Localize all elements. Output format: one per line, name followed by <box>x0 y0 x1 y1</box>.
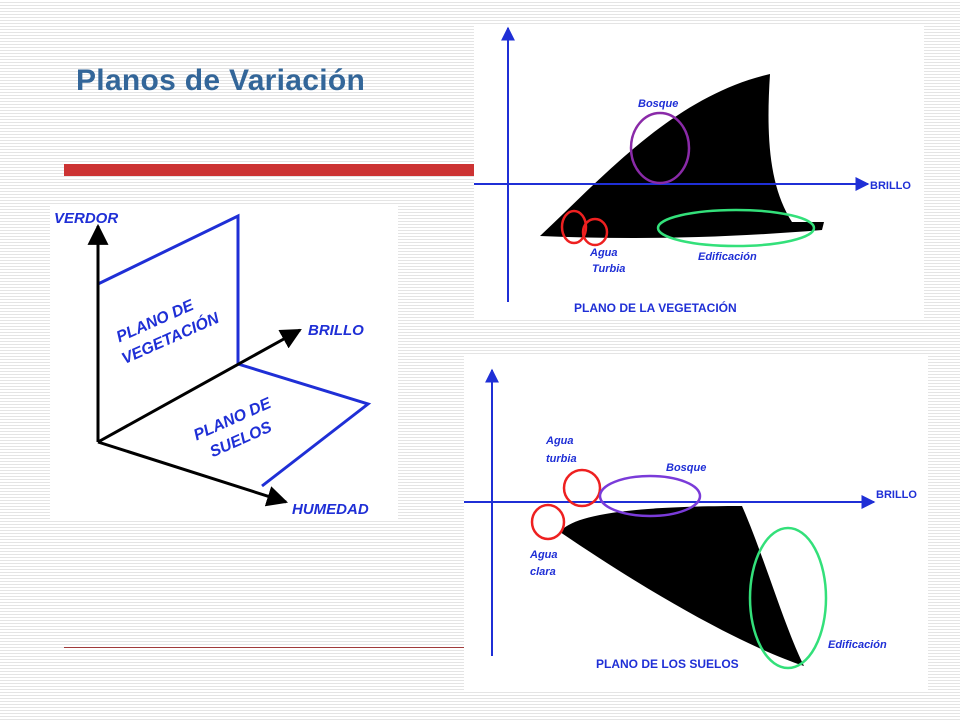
planes-3d-diagram: VERDOR BRILLO HUMEDAD PLANO DE VEGETACIÓ… <box>50 204 398 520</box>
forest-ellipse <box>629 111 691 185</box>
verdor-axis-label: VERDOR <box>54 210 118 227</box>
vegetation-spectral-region <box>540 74 824 238</box>
vegetation-plane-diagram: BRILLO Bosque Agua Turbia Edificación PL… <box>474 26 924 318</box>
soil-x-axis-label: BRILLO <box>876 489 917 501</box>
humedad-axis-label: HUMEDAD <box>292 501 369 518</box>
slide-title: Planos de Variación <box>76 64 366 97</box>
brillo-axis <box>97 328 302 444</box>
forest-label: Bosque <box>638 98 678 110</box>
soil-clear-water-label-line2: clara <box>530 566 556 578</box>
soil-plane-diagram: BRILLO Agua turbia Bosque Agua clara Edi… <box>464 356 928 690</box>
title-accent-rule <box>64 164 504 176</box>
soil-forest-label: Bosque <box>666 462 706 474</box>
soil-building-label: Edificación <box>828 639 887 651</box>
turbid-water-label-line2: Turbia <box>592 263 625 275</box>
humedad-axis <box>97 440 289 507</box>
soil-spectral-region <box>560 506 804 666</box>
vegetation-plane-outline <box>97 213 240 364</box>
vegetation-x-axis-label: BRILLO <box>870 180 911 192</box>
soil-plane-caption: PLANO DE LOS SUELOS <box>596 657 739 671</box>
soil-forest-ellipse <box>598 474 702 518</box>
footer-rule <box>64 647 484 648</box>
turbid-water-label-line1: Agua <box>589 247 618 259</box>
soil-clear-water-ellipse <box>530 503 566 541</box>
building-ellipse <box>656 208 816 248</box>
soil-turbid-water-ellipse <box>562 468 602 508</box>
vegetation-plane-label: PLANO DE VEGETACIÓN <box>114 297 222 368</box>
brillo-axis-label: BRILLO <box>308 322 364 339</box>
soil-building-ellipse <box>748 526 828 670</box>
soil-plane-outline <box>237 362 372 488</box>
soil-turbid-water-label-line2: turbia <box>546 453 577 465</box>
building-label: Edificación <box>698 251 757 263</box>
soil-clear-water-label-line1: Agua <box>529 549 558 561</box>
vegetation-plane-caption: PLANO DE LA VEGETACIÓN <box>574 300 737 315</box>
turbid-water-ellipse-2 <box>581 217 609 247</box>
turbid-water-ellipse-1 <box>560 209 588 245</box>
soil-turbid-water-label-line1: Agua <box>545 435 574 447</box>
soil-plane-label: PLANO DE SUELOS <box>191 395 275 462</box>
